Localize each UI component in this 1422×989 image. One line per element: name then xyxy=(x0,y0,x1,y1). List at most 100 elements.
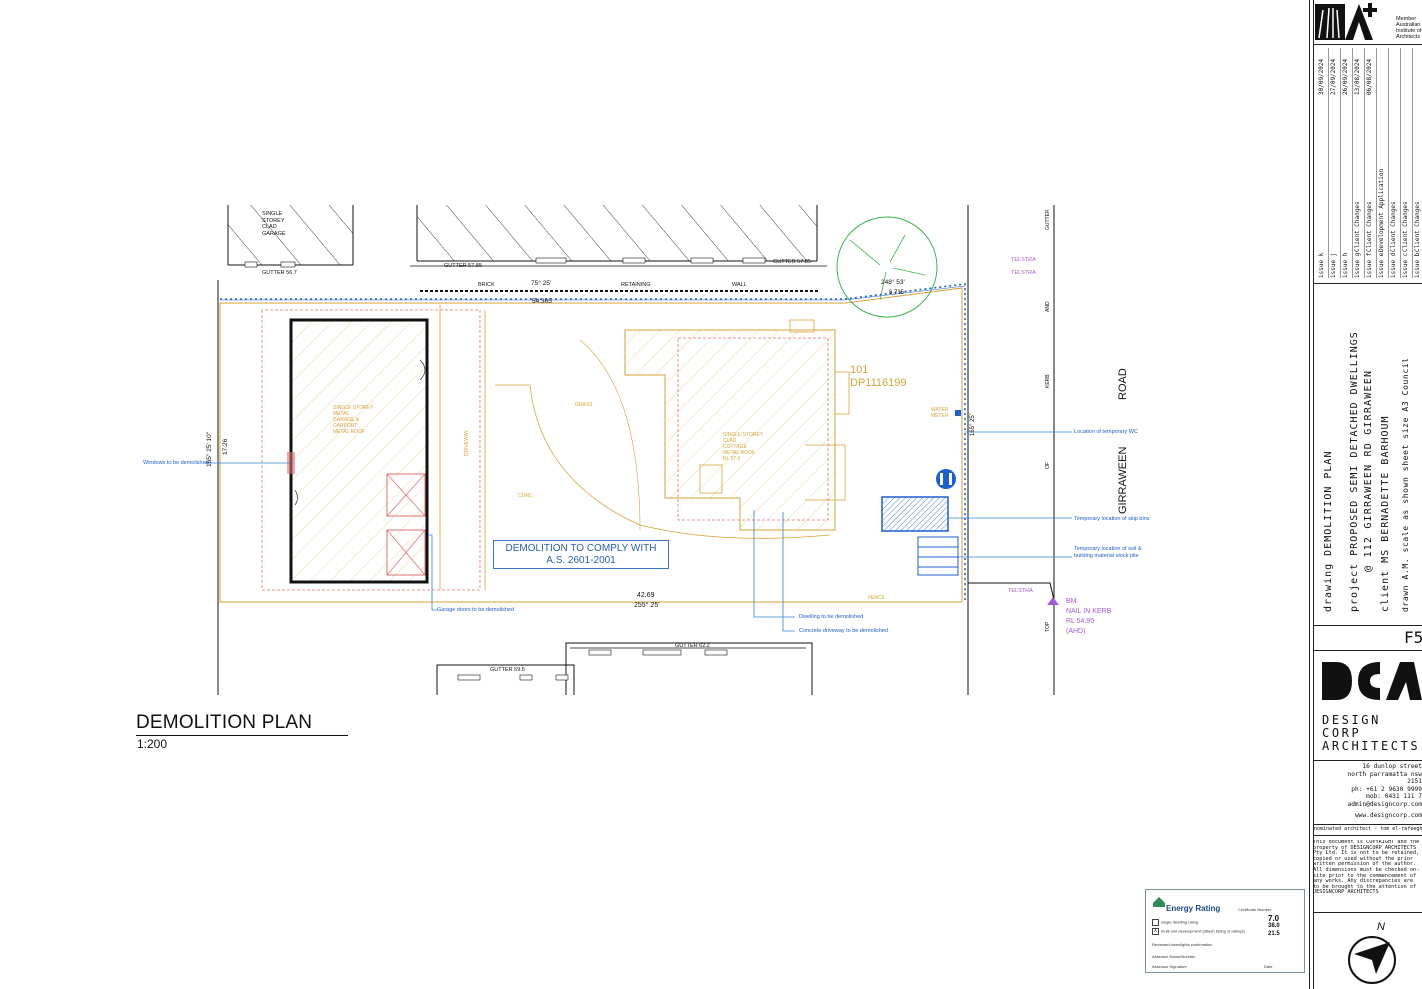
gutter-nw: GUTTER 56.7 xyxy=(262,270,297,276)
kerb-label: AND xyxy=(1045,301,1051,312)
neighbour-north xyxy=(410,205,827,267)
tree xyxy=(836,216,938,318)
energy-row: Assessor Signature xyxy=(1152,964,1187,969)
address-line: north parramatta nsw xyxy=(1347,770,1422,778)
dwelling-label-line: CLAD xyxy=(723,438,737,444)
kerb-label: KERB xyxy=(1045,374,1051,388)
issue-divider xyxy=(1364,48,1365,278)
boundary-north-length: 54.365 xyxy=(532,298,552,305)
gutter-s2: GUTTER 59.5 xyxy=(490,667,525,673)
sheet-number: F5 xyxy=(1404,628,1422,647)
member-line: Australian xyxy=(1396,22,1421,28)
house-icon xyxy=(1153,897,1165,907)
stockpile xyxy=(917,536,959,576)
north-label: N xyxy=(1377,921,1385,933)
callout-driveway: Concrete driveway to be demolished xyxy=(799,628,888,634)
aia-member-text: Member Australian Institute of Architect… xyxy=(1396,16,1421,40)
energy-stars: 7.0 xyxy=(1268,914,1280,923)
issue-date: 06/08/2024 xyxy=(1366,58,1373,95)
tb-drawn: drawn A.M. scale as shown sheet size A3 … xyxy=(1401,357,1410,612)
checkbox-icon xyxy=(1152,919,1159,926)
boundary-south-bearing: 255° 25' xyxy=(634,602,660,609)
title-block-line xyxy=(1314,824,1422,825)
issue-description: Client Changes xyxy=(1390,201,1397,252)
boundary-east-length: 6.715 xyxy=(889,290,905,296)
garage-label-line: GARAGE & xyxy=(333,417,360,423)
tb-project-line2: @ 112 GIRRAWEEN RD GIRRAWEEN xyxy=(1363,369,1374,572)
issue-description: Development Application xyxy=(1378,168,1385,252)
nw-building-line: SINGLE xyxy=(262,211,283,217)
skip-bin xyxy=(881,496,949,532)
issue-divider xyxy=(1352,48,1353,278)
retaining-wall: WALL xyxy=(732,282,747,288)
firm-name-line: DESIGN xyxy=(1322,713,1381,727)
garage-label-line: CARPORT xyxy=(333,423,358,429)
boundary-north-bearing: 75° 25' xyxy=(531,280,552,287)
boundary-east-bearing: 248° 53' xyxy=(881,279,905,286)
benchmark-line: BM xyxy=(1066,598,1077,605)
temporary-wc-icon xyxy=(936,469,956,489)
member-line: Architects xyxy=(1396,34,1421,40)
title-block-line xyxy=(1314,760,1422,761)
address-line: 16 dunlop street xyxy=(1362,763,1422,770)
title-block-line xyxy=(1314,283,1422,284)
issue-divider xyxy=(1388,48,1389,278)
nw-building-label: SINGLE STOREY CLAD GARAGE xyxy=(262,211,286,237)
address-line: mob: 0431 111 7 xyxy=(1366,793,1422,800)
issue-code: issue f xyxy=(1366,252,1373,278)
telstra-label: TELSTRA xyxy=(1008,588,1033,594)
callout-wc: Location of temporary WC xyxy=(1074,429,1138,435)
issue-code: issue g xyxy=(1354,252,1361,278)
issue-code: issue d xyxy=(1390,252,1397,278)
address-line: www.designcorp.com xyxy=(1354,812,1422,819)
energy-row: Reviewed downlights confirmation xyxy=(1152,942,1212,947)
firm-name: DESIGN CORP ARCHITECTS xyxy=(1322,714,1420,753)
energy-row: Assessor Name/Number xyxy=(1152,954,1196,959)
dwelling-label: SINGLE STOREY CLAD COTTAGE METAL ROOF RL… xyxy=(723,432,763,462)
demolition-note: DEMOLITION TO COMPLY WITH A.S. 2601-2001 xyxy=(493,540,669,569)
energy-rating-title: Energy Rating xyxy=(1166,904,1221,913)
energy-date-label: Date xyxy=(1264,964,1273,969)
existing-grass: GRASS xyxy=(575,402,593,408)
title-block-border xyxy=(1309,0,1310,989)
retaining-brick: BRICK xyxy=(478,282,495,288)
issue-date: 27/09/2024 xyxy=(1330,58,1337,95)
nw-building-line: CLAD xyxy=(262,224,277,230)
dwelling-label-line: COTTAGE xyxy=(723,444,747,450)
member-line: Institute of xyxy=(1396,28,1422,34)
energy-row-label: Assessor Signature xyxy=(1152,964,1187,969)
neighbour-south xyxy=(436,642,813,695)
energy-row: single dwelling rating xyxy=(1152,919,1198,926)
energy-row-label: multi-unit development (attach listing o… xyxy=(1161,928,1245,934)
issue-date: 30/09/2024 xyxy=(1318,58,1325,95)
issue-description: Client Changes xyxy=(1366,201,1373,252)
existing-conc: CONC xyxy=(518,493,533,499)
existing-garage xyxy=(287,318,429,584)
existing-fence: FENCE xyxy=(868,595,885,601)
energy-cooling: 21.5 xyxy=(1268,931,1280,937)
dwelling-label-line: RL 57.0 xyxy=(723,456,741,462)
tb-drawing: drawing DEMOLITION PLAN xyxy=(1323,450,1334,612)
north-arrow-icon xyxy=(1348,936,1396,984)
callout-garage-doors: Garage doors to be demolished xyxy=(437,607,515,613)
benchmark-label: BM NAIL IN KERB RL 54.95 (AHD) xyxy=(1066,597,1111,637)
callout-windows: Windows to be demolished xyxy=(143,460,209,466)
boundary-south-length: 42.69 xyxy=(637,592,655,599)
dca-logo-icon xyxy=(1322,662,1422,700)
energy-row-label: Reviewed downlights confirmation xyxy=(1152,942,1213,947)
title-block-line xyxy=(1314,835,1422,836)
demolition-plan-drawing xyxy=(205,205,1072,695)
nominated-architect: nominated architect - tom el-rafeegh 1 xyxy=(1314,826,1422,832)
driveway-lines xyxy=(439,305,831,590)
drawing-scale: 1:200 xyxy=(137,737,168,751)
title-block-line xyxy=(1314,650,1422,651)
energy-heating: 38.0 xyxy=(1268,923,1280,929)
issue-code: issue b xyxy=(1414,252,1421,278)
drawing-title: DEMOLITION PLAN xyxy=(136,712,313,733)
telstra-label: TELSTRA xyxy=(1011,270,1036,276)
kerb-label: GUTTER xyxy=(1045,209,1051,230)
neighbour-north-west xyxy=(227,205,354,268)
title-block-line xyxy=(1314,44,1422,45)
existing-driveway: DRIVEWAY xyxy=(464,429,471,457)
property-boundary xyxy=(220,283,966,600)
